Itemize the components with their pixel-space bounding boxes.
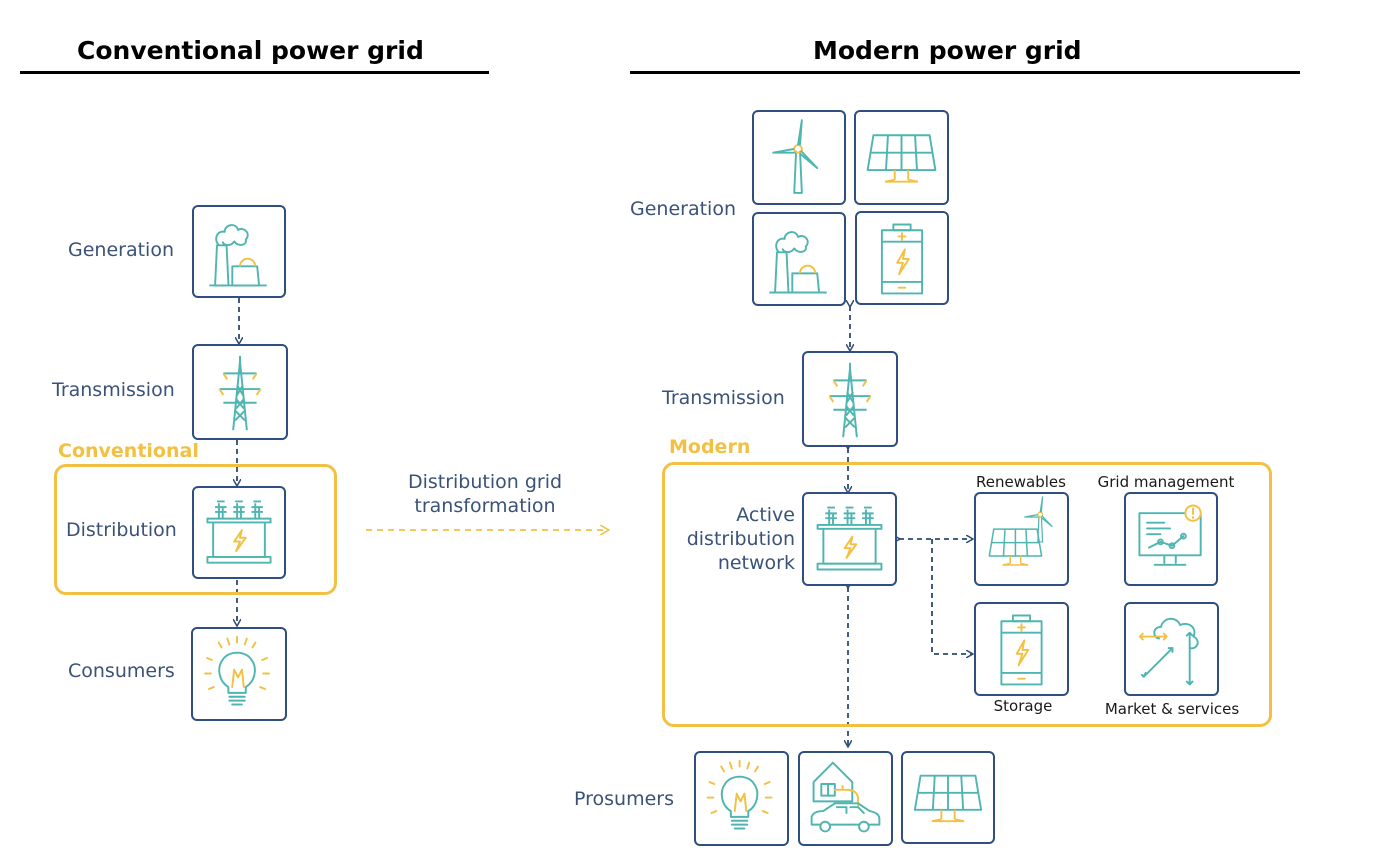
modern-generation-label: Generation — [630, 198, 736, 220]
conv-transmission-label: Transmission — [52, 379, 175, 401]
battery-icon — [1000, 614, 1043, 686]
transformer-icon — [206, 500, 272, 564]
prosumer-house-box — [798, 751, 893, 846]
active-distribution-label: Active distribution network — [660, 503, 795, 575]
transformer-icon — [816, 506, 883, 571]
modern-frame — [662, 462, 1272, 727]
conv-transmission-box — [192, 344, 288, 440]
transformation-line1: Distribution grid — [407, 471, 563, 493]
conv-generation-label: Generation — [68, 239, 174, 261]
monitor-icon — [1138, 504, 1202, 566]
conv-generation-box — [192, 205, 286, 298]
storage-box — [974, 602, 1069, 696]
conventional-title-rule — [20, 71, 489, 74]
modern-gen-plant-box — [752, 212, 846, 306]
wind-solar-icon — [988, 496, 1053, 566]
active-distribution-box — [802, 492, 897, 586]
market-services-box — [1124, 602, 1219, 696]
modern-transmission-box — [802, 351, 898, 447]
battery-icon — [880, 223, 924, 295]
modern-title-rule — [630, 71, 1300, 74]
conv-consumers-box — [191, 627, 287, 721]
pylon-icon — [218, 354, 262, 432]
solar-panel-icon — [913, 774, 983, 823]
modern-gen-solar-box — [854, 110, 949, 205]
active-line1: Active — [736, 504, 795, 526]
light-bulb-icon — [706, 759, 773, 830]
house-ev-icon — [810, 761, 881, 833]
power-plant-icon — [208, 224, 268, 287]
active-line3: network — [717, 552, 795, 574]
market-services-label: Market & services — [1104, 700, 1240, 718]
modern-title: Modern power grid — [813, 36, 1082, 65]
transformation-label: Distribution grid transformation — [380, 470, 590, 518]
conv-consumers-label: Consumers — [68, 660, 175, 682]
arrow-adn-storage — [931, 539, 972, 654]
conv-distribution-box — [192, 486, 286, 579]
solar-panel-icon — [866, 134, 937, 183]
light-bulb-icon — [204, 635, 270, 706]
wind-turbine-icon — [772, 119, 819, 194]
grid-management-label: Grid management — [1097, 473, 1235, 491]
conventional-tag: Conventional — [58, 440, 199, 462]
conventional-title: Conventional power grid — [77, 36, 424, 65]
modern-gen-battery-box — [855, 211, 949, 305]
conv-distribution-label: Distribution — [66, 519, 177, 541]
prosumer-bulb-box — [694, 751, 789, 846]
storage-label: Storage — [993, 697, 1053, 715]
grid-management-box — [1124, 492, 1218, 586]
active-line2: distribution — [686, 528, 795, 550]
prosumers-label: Prosumers — [574, 788, 674, 810]
prosumer-solar-box — [901, 751, 995, 844]
modern-transmission-label: Transmission — [662, 387, 785, 409]
modern-gen-wind-box — [752, 110, 846, 205]
renewables-box — [974, 492, 1069, 586]
conventional-frame — [54, 464, 337, 595]
pylon-icon — [828, 361, 872, 439]
transformation-line2: transformation — [414, 495, 556, 517]
cloud-market-icon — [1138, 617, 1199, 686]
renewables-label: Renewables — [976, 473, 1066, 491]
modern-tag: Modern — [669, 436, 751, 458]
power-plant-icon — [768, 231, 828, 294]
